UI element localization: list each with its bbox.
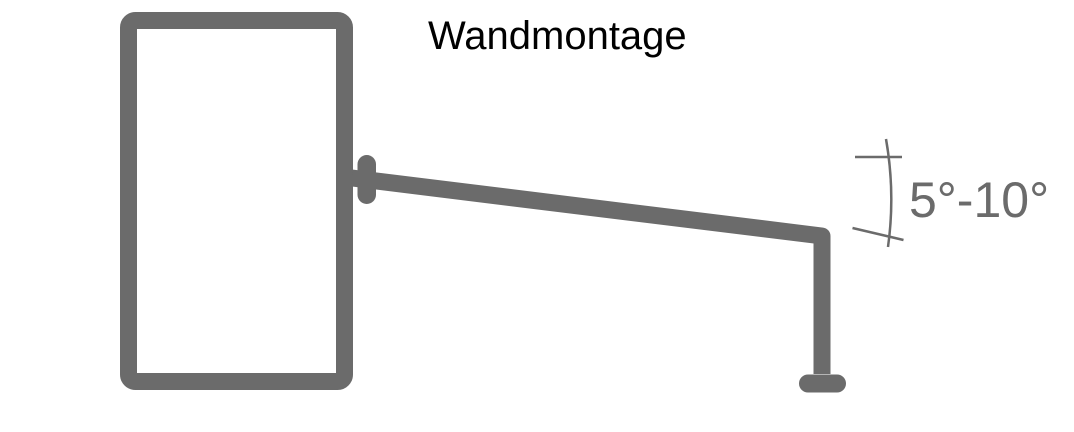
- dimension-tick-bottom: [852, 226, 904, 242]
- dimension-arc: [884, 138, 893, 248]
- pivot-knob: [357, 155, 376, 204]
- wall-plate-outline: [120, 12, 353, 390]
- mounting-arm: [350, 169, 831, 374]
- diagram-title: Wandmontage: [428, 14, 687, 58]
- angle-range-label: 5°-10°: [909, 172, 1049, 228]
- arm-foot: [799, 374, 846, 393]
